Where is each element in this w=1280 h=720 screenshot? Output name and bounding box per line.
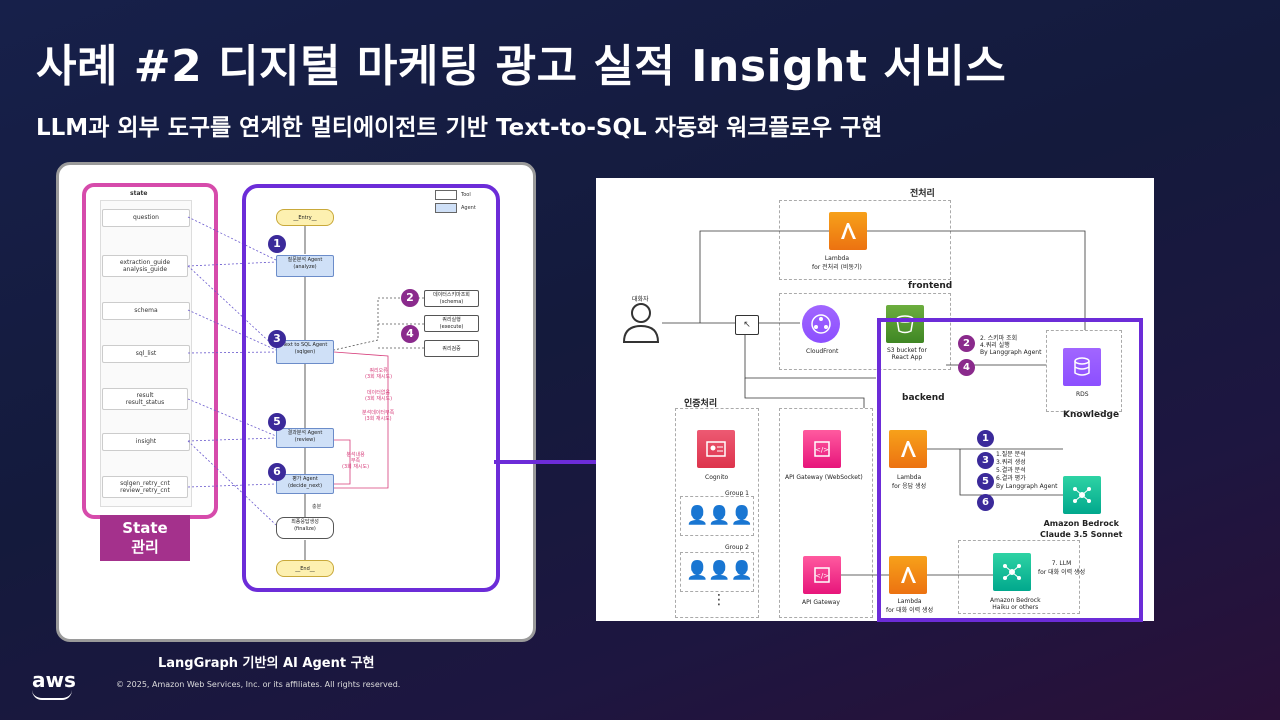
node-decide-agent: 평가 Agent (decide_next) xyxy=(276,474,334,494)
lambda-response-label: Lambda for 응답 생성 xyxy=(892,474,927,490)
user-icon xyxy=(622,303,660,343)
lambda-preprocess-icon xyxy=(829,212,867,250)
state-item-retry: sqlgen_retry_cnt review_retry_cnt xyxy=(102,476,188,498)
preprocess-label: 전처리 xyxy=(910,189,935,199)
legend-tool: Tool xyxy=(435,190,476,200)
s3-icon xyxy=(886,305,924,343)
aws-logo-smile xyxy=(32,690,72,700)
note-sufficient: 충분 xyxy=(312,504,322,510)
step-1-badge: 1 xyxy=(268,235,286,253)
arch-step-4-badge: 4 xyxy=(958,359,975,376)
apigw-icon: </> xyxy=(803,556,841,594)
node-execute-tool: 쿼리실행 (execute) xyxy=(424,315,479,332)
bedrock-claude-icon xyxy=(1063,476,1101,514)
node-analyze-agent: 질문분석 Agent (analyze) xyxy=(276,255,334,277)
node-end: __End__ xyxy=(276,560,334,577)
step-2-badge: 2 xyxy=(401,289,419,307)
node-entry: __Entry__ xyxy=(276,209,334,226)
frontend-label: frontend xyxy=(908,281,953,291)
group-1-users-icon: 👤👤👤 xyxy=(686,505,754,526)
page-title: 사례 #2 디지털 마케팅 광고 실적 Insight 서비스 xyxy=(36,41,1007,92)
cloudfront-icon xyxy=(802,305,840,343)
architecture-diagram-card xyxy=(596,178,1154,621)
group-bedrock-haiku xyxy=(958,540,1080,614)
bedrock-haiku-label: Amazon Bedrock Haiku or others xyxy=(990,597,1041,611)
arch-step-1-3-5-6-text: 1.질문 분석 3.쿼리 생성 5.결과 분석 6.결과 평가 By Langg… xyxy=(996,451,1058,490)
node-finalize: 최종응답생성 (finalize) xyxy=(276,517,334,539)
apigw-label: API Gateway xyxy=(802,599,840,606)
svg-text:</>: </> xyxy=(815,446,829,454)
state-item-question: question xyxy=(102,209,190,227)
state-item-sql-list: sql_list xyxy=(102,345,190,363)
cloudfront-label: CloudFront xyxy=(806,348,839,355)
s3-label: S3 bucket for React App xyxy=(887,347,927,361)
group-preprocess xyxy=(779,200,951,280)
step-5-badge: 5 xyxy=(268,413,286,431)
backend-label: backend xyxy=(902,393,945,403)
node-sqlgen-agent: Text to SQL Agent (sqlgen) xyxy=(276,340,334,364)
note-no-data: 데이터없음 (3회 재시도) xyxy=(365,390,393,402)
group-2-users-icon: 👤👤👤 xyxy=(686,560,754,581)
node-review-agent: 결과분석 Agent (review) xyxy=(276,428,334,448)
arch-step-3-badge: 3 xyxy=(977,452,994,469)
cognito-icon xyxy=(697,430,735,468)
backend-highlight xyxy=(877,318,1143,622)
group-frontend xyxy=(779,293,951,370)
page-subtitle: LLM과 외부 도구를 연계한 멀티에이전트 기반 Text-to-SQL 자동… xyxy=(36,115,883,141)
note-insufficient-analysis: 분석내용 부족 (3회 재시도) xyxy=(342,452,370,470)
state-item-schema: schema xyxy=(102,302,190,320)
state-title: state xyxy=(130,190,148,197)
legend-agent: Agent xyxy=(435,203,476,213)
lambda-response-icon xyxy=(889,430,927,468)
apigw-websocket-label: API Gateway (WebSocket) xyxy=(785,474,863,481)
arch-step-2-badge: 2 xyxy=(958,335,975,352)
group-auth xyxy=(675,408,759,618)
group-knowledge xyxy=(1046,330,1122,412)
state-item-result: result result_status xyxy=(102,388,188,410)
cognito-label: Cognito xyxy=(705,474,729,481)
node-verify-tool: 쿼리검증 xyxy=(424,340,479,357)
group-api xyxy=(779,408,873,618)
auth-label: 인증처리 xyxy=(684,399,718,409)
step-6-badge: 6 xyxy=(268,463,286,481)
note-query-error: 쿼리오류 (3회 재시도) xyxy=(365,368,393,380)
aws-logo: aws xyxy=(32,668,76,692)
step-3-badge: 3 xyxy=(268,330,286,348)
lambda-history-icon xyxy=(889,556,927,594)
agent-workflow-highlight xyxy=(242,184,500,592)
state-item-guides: extraction_guide analysis_guide xyxy=(102,255,188,277)
arch-step-6-badge: 6 xyxy=(977,494,994,511)
note-insufficient-data: 분석데이터부족 (3회 재시도) xyxy=(362,410,395,422)
lambda-history-label: Lambda for 대화 이력 생성 xyxy=(886,598,934,614)
state-management-label: State 관리 xyxy=(100,515,190,561)
diagram-legend: Tool Agent xyxy=(435,190,476,216)
svg-text:</>: </> xyxy=(815,572,829,580)
bedrock-haiku-icon xyxy=(993,553,1031,591)
user-label: 대화자 xyxy=(632,296,649,303)
arch-step-5-badge: 5 xyxy=(977,473,994,490)
bedrock-claude-label: Amazon Bedrock Claude 3.5 Sonnet xyxy=(1040,519,1123,539)
rds-icon xyxy=(1063,348,1101,386)
router-icon: ↖ xyxy=(735,315,759,335)
more-groups-icon: ⋮ xyxy=(712,592,726,608)
node-schema-tool: 데이터스키마조회 (schema) xyxy=(424,290,479,307)
apigw-websocket-icon: </> xyxy=(803,430,841,468)
left-caption: LangGraph 기반의 AI Agent 구현 xyxy=(158,656,375,671)
lambda-preprocess-label: Lambda for 전처리 (비동기) xyxy=(812,255,862,271)
rds-label: RDS xyxy=(1076,391,1089,398)
group-2-box xyxy=(680,552,754,592)
group-1-label: Group 1 xyxy=(725,490,749,497)
step-4-badge: 4 xyxy=(401,325,419,343)
group-2-label: Group 2 xyxy=(725,544,749,551)
arch-step-7-text: 7. LLM for 대화 이력 생성 xyxy=(1038,560,1086,576)
copyright: © 2025, Amazon Web Services, Inc. or its… xyxy=(116,680,401,689)
arch-step-1-badge: 1 xyxy=(977,430,994,447)
group-1-box xyxy=(680,496,754,536)
arch-step-2-4-text: 2. 스키마 조회 4.쿼리 실행 By Langgraph Agent xyxy=(980,335,1042,356)
knowledge-label: Knowledge xyxy=(1063,410,1120,420)
